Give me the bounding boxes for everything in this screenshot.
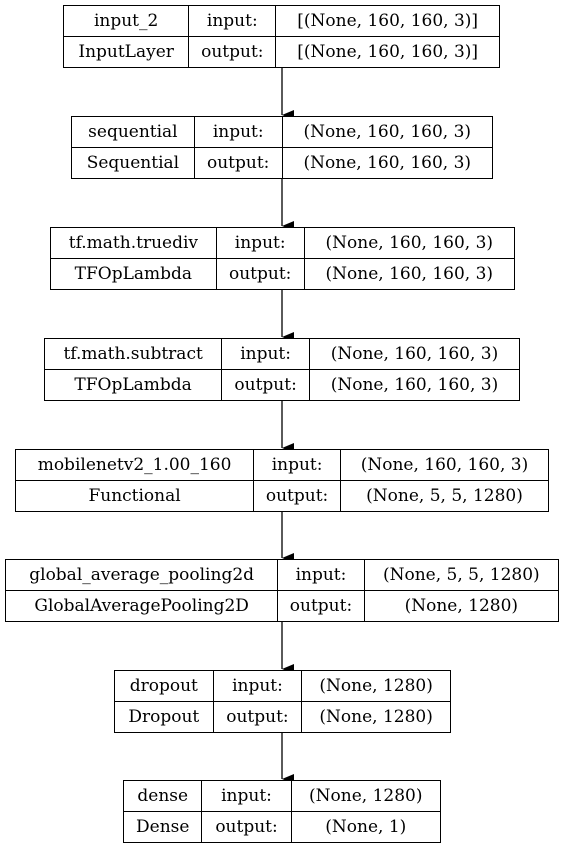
output-label: output:: [221, 369, 310, 401]
layer-node-sequential: sequential input: (None, 160, 160, 3) Se…: [71, 116, 494, 179]
input-shape: (None, 5, 5, 1280): [363, 559, 560, 591]
input-shape: (None, 160, 160, 3): [303, 227, 516, 259]
layer-node-dropout: dropout input: (None, 1280) Dropout outp…: [114, 670, 451, 733]
input-label: input:: [201, 780, 292, 812]
layer-node-global-average-pooling2d: global_average_pooling2d input: (None, 5…: [4, 559, 560, 622]
layer-name: mobilenetv2_1.00_160: [14, 449, 255, 481]
input-label: input:: [193, 116, 283, 148]
layer-name: input_2: [62, 5, 190, 37]
layer-type: TFOpLambda: [50, 258, 217, 290]
output-label: output:: [253, 480, 342, 512]
layer-type: Sequential: [71, 147, 195, 179]
input-label: input:: [215, 227, 305, 259]
layer-type: TFOpLambda: [43, 369, 223, 401]
output-label: output:: [212, 701, 303, 733]
layer-node-input-2: input_2 input: [(None, 160, 160, 3)] Inp…: [62, 5, 500, 68]
layer-type: Functional: [14, 480, 255, 512]
layer-node-dense: dense input: (None, 1280) Dense output: …: [122, 780, 442, 843]
output-shape: (None, 1): [290, 811, 442, 843]
input-shape: [(None, 160, 160, 3)]: [275, 5, 500, 37]
input-shape: (None, 160, 160, 3): [308, 338, 521, 370]
layer-type: GlobalAveragePooling2D: [4, 590, 279, 622]
output-shape: (None, 160, 160, 3): [303, 258, 516, 290]
output-label: output:: [215, 258, 305, 290]
layer-node-tf-math-subtract: tf.math.subtract input: (None, 160, 160,…: [43, 338, 521, 401]
input-label: input:: [277, 559, 365, 591]
input-shape: (None, 1280): [290, 780, 442, 812]
output-shape: (None, 1280): [363, 590, 560, 622]
layer-name: dropout: [114, 670, 214, 702]
layer-type: Dense: [122, 811, 203, 843]
layer-type: Dropout: [114, 701, 214, 733]
output-label: output:: [201, 811, 292, 843]
layer-node-mobilenetv2: mobilenetv2_1.00_160 input: (None, 160, …: [14, 449, 549, 512]
output-shape: [(None, 160, 160, 3)]: [275, 36, 500, 68]
layer-node-tf-math-truediv: tf.math.truediv input: (None, 160, 160, …: [50, 227, 516, 290]
layer-name: dense: [122, 780, 203, 812]
output-label: output:: [193, 147, 283, 179]
output-shape: (None, 5, 5, 1280): [340, 480, 549, 512]
layer-type: InputLayer: [62, 36, 190, 68]
output-shape: (None, 160, 160, 3): [281, 147, 494, 179]
input-shape: (None, 160, 160, 3): [340, 449, 549, 481]
input-shape: (None, 160, 160, 3): [281, 116, 494, 148]
output-shape: (None, 1280): [301, 701, 451, 733]
layer-name: global_average_pooling2d: [4, 559, 279, 591]
output-shape: (None, 160, 160, 3): [308, 369, 521, 401]
output-label: output:: [188, 36, 277, 68]
input-label: input:: [212, 670, 303, 702]
input-label: input:: [253, 449, 342, 481]
input-label: input:: [221, 338, 310, 370]
output-label: output:: [277, 590, 365, 622]
input-shape: (None, 1280): [301, 670, 451, 702]
layer-name: tf.math.subtract: [43, 338, 223, 370]
layer-name: sequential: [71, 116, 195, 148]
input-label: input:: [188, 5, 277, 37]
layer-name: tf.math.truediv: [50, 227, 217, 259]
